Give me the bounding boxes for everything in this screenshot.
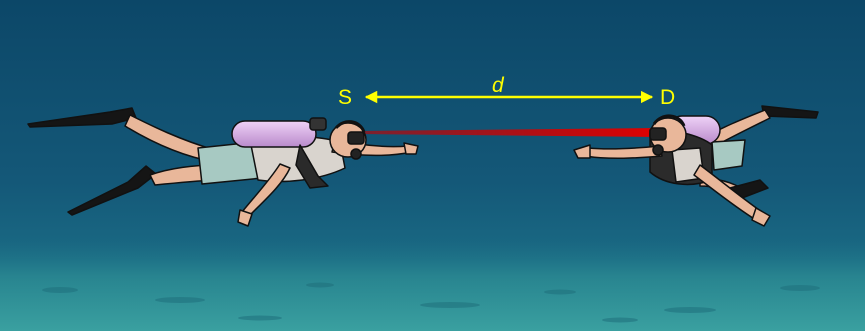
sea-floor <box>0 240 865 331</box>
destination-label: D <box>660 86 675 109</box>
distance-label: d <box>492 74 505 97</box>
source-label: S <box>338 86 352 109</box>
